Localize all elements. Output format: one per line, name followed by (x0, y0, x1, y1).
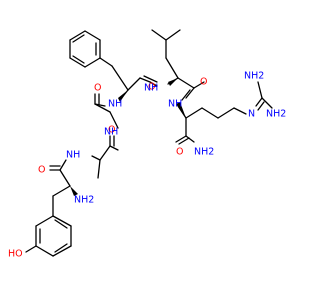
label-nh-arg: NH (168, 99, 182, 110)
label-nh2-tyr: NH2 (74, 195, 94, 206)
label-nh-phe: NH (108, 99, 122, 110)
bond-layer (25, 29, 273, 257)
label-nh2-guan-a: NH2 (244, 71, 264, 82)
wedge-phe-nh (118, 90, 128, 102)
wedge-arg-nh (176, 102, 186, 118)
stereo-bond-layer (70, 78, 186, 196)
label-nh2-amide: NH2 (194, 147, 214, 158)
label-o-ala-co: O (108, 125, 115, 136)
label-n-guan: N (248, 109, 255, 120)
molecule-diagram: HO NH2 O NH O NH O NH O NH O NH O NH2 N … (8, 29, 286, 260)
label-ho-tyr: HO (8, 249, 23, 260)
label-o-phe-co: O (148, 82, 155, 93)
wedge-tyr-nh2 (70, 186, 78, 196)
wedge-leu-nh (168, 78, 178, 86)
label-o-amide: O (176, 147, 183, 158)
atom-label-layer: HO NH2 O NH O NH O NH O NH O NH O NH2 N … (8, 71, 286, 260)
label-nh-leu: NH (144, 83, 158, 94)
label-nh2-guan-b: NH2 (266, 109, 286, 120)
label-o-leu-co: O (200, 77, 207, 88)
label-o-tyr-co: O (38, 165, 45, 176)
label-o-gly-co: O (94, 83, 101, 94)
label-nh-ala: NH (66, 150, 80, 161)
label-nh-gly: NH (104, 127, 118, 138)
